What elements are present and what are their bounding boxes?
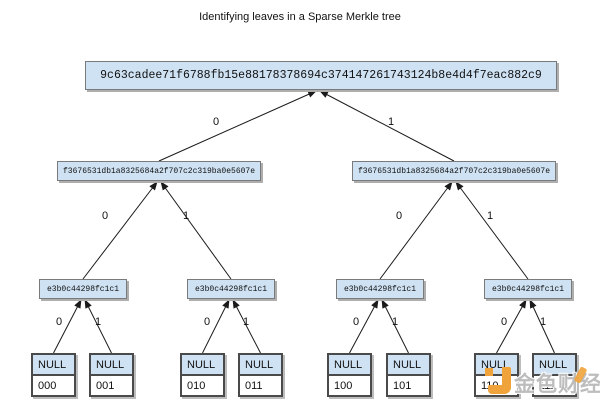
leaf-path-cell: 101	[388, 376, 429, 395]
tree-edge	[529, 299, 555, 354]
edge-bit-label: 1	[486, 210, 494, 222]
tree-edge	[84, 299, 112, 354]
tree-edge	[232, 299, 261, 354]
tree-edge	[455, 181, 529, 280]
tree-edge	[349, 299, 379, 354]
diagram-title: Identifying leaves in a Sparse Merkle tr…	[199, 11, 401, 23]
leaf-path-cell: 000	[33, 376, 74, 395]
leaf-path-cell: 100	[329, 376, 370, 395]
edge-bit-label: 0	[203, 316, 211, 328]
tree-edge	[202, 299, 230, 354]
leaf-value-cell: NULL	[329, 355, 370, 376]
tree-edge	[379, 181, 453, 280]
tree-edge	[381, 299, 409, 354]
edge-bit-label: 1	[387, 116, 395, 128]
leaf-path-cell: 001	[91, 376, 132, 395]
internal-node-1-0: e3b0c44298fc1c1	[336, 279, 424, 299]
leaf-value-cell: NULL	[240, 355, 281, 376]
leaf-path-cell: 110	[476, 376, 517, 395]
edge-bit-label: 0	[101, 210, 109, 222]
edge-bit-label: 0	[352, 316, 360, 328]
internal-node-1-1: e3b0c44298fc1c1	[484, 279, 572, 299]
edge-bit-label: 1	[242, 316, 250, 328]
leaf-value-cell: NULL	[182, 355, 223, 376]
edge-bit-label: 1	[182, 210, 190, 222]
root-node: 9c63cadee71f6788fb15e88178378694c3741472…	[85, 61, 557, 90]
leaf-value-cell: NULL	[534, 355, 575, 376]
tree-edge	[319, 90, 455, 162]
tree-edge	[82, 181, 158, 280]
edge-bit-label: 1	[94, 316, 102, 328]
tree-edge	[496, 299, 527, 354]
leaf-value-cell: NULL	[33, 355, 74, 376]
leaf-path-cell: 011	[240, 376, 281, 395]
tree-edge	[53, 299, 82, 354]
internal-node-0: f3676531db1a8325684a2f707c2c319ba0e5607e	[57, 161, 261, 181]
edge-bit-label: 1	[539, 316, 547, 328]
edge-bit-label: 0	[212, 116, 220, 128]
leaf-path-cell: 010	[182, 376, 223, 395]
leaf-value-cell: NULL	[388, 355, 429, 376]
internal-node-0-0: e3b0c44298fc1c1	[39, 279, 127, 299]
internal-node-0-1: e3b0c44298fc1c1	[187, 279, 275, 299]
leaf-path-cell: 111	[534, 376, 575, 395]
leaf-value-cell: NULL	[476, 355, 517, 376]
edge-bit-label: 0	[500, 316, 508, 328]
tree-edge	[160, 181, 232, 280]
tree-edge	[158, 90, 317, 162]
edge-bit-label: 1	[391, 316, 399, 328]
edge-bit-label: 0	[55, 316, 63, 328]
edge-bit-label: 0	[395, 210, 403, 222]
internal-node-1: f3676531db1a8325684a2f707c2c319ba0e5607e	[352, 161, 556, 181]
leaf-value-cell: NULL	[91, 355, 132, 376]
